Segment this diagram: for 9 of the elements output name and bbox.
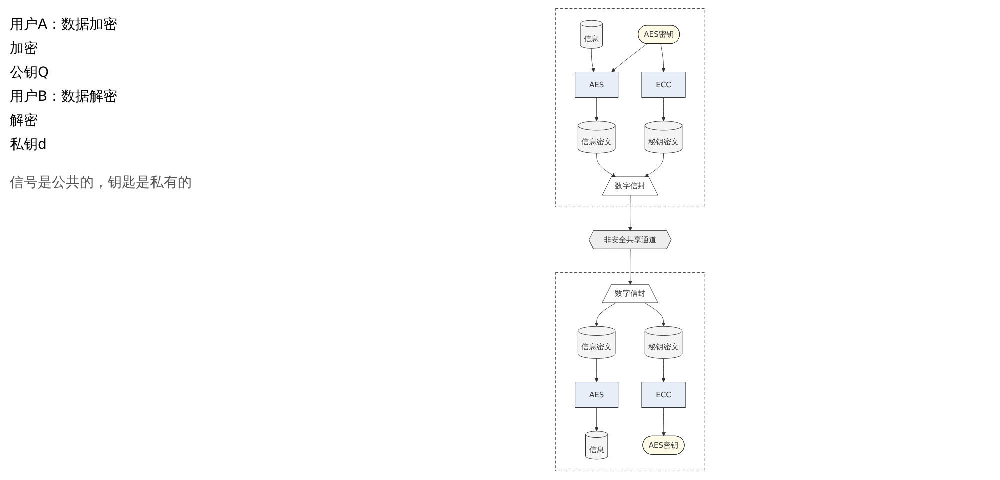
note-label: 解密 — [10, 112, 39, 130]
note-label: 公钥Q — [10, 64, 50, 82]
note-label: 加密 — [10, 40, 39, 58]
note-label: 私钥d — [10, 136, 48, 154]
note-label: 用户B：数据解密 — [10, 88, 119, 106]
cluster — [555, 272, 705, 472]
note-label: 用户A：数据加密 — [10, 16, 119, 34]
caption: 信号是公共的，钥匙是私有的 — [10, 174, 193, 192]
cluster — [555, 8, 705, 208]
